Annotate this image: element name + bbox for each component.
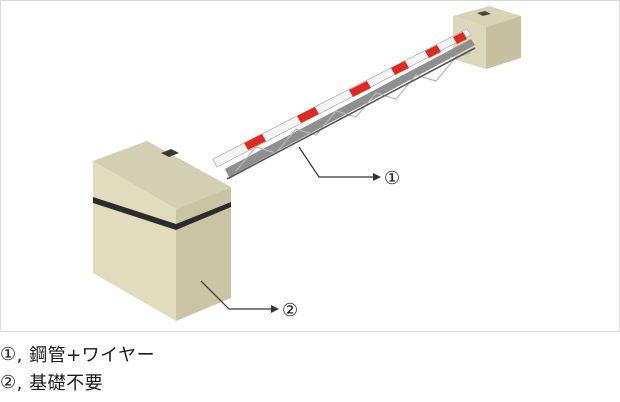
steel-pipe-wire-arm (212, 28, 476, 180)
callout-1: ① (298, 146, 400, 189)
barrier-diagram: ① ② (93, 6, 521, 321)
legend-item-2: ② , 基礎不要 (0, 368, 620, 396)
legend-item-2-mark: ② (0, 371, 17, 393)
legend: ① , 鋼管+ワイヤー ② , 基礎不要 (0, 340, 620, 396)
callout-2: ② (200, 280, 298, 321)
callout-1-label: ① (384, 168, 400, 189)
near-foundation-block (93, 141, 231, 321)
legend-item-2-text: , 基礎不要 (16, 373, 104, 394)
legend-item-1-text: , 鋼管+ワイヤー (16, 345, 156, 366)
legend-item-1: ① , 鋼管+ワイヤー (0, 340, 620, 368)
callout-2-label: ② (282, 300, 298, 321)
legend-item-1-mark: ① (0, 343, 17, 365)
diagram-frame: ① ② (0, 0, 620, 332)
